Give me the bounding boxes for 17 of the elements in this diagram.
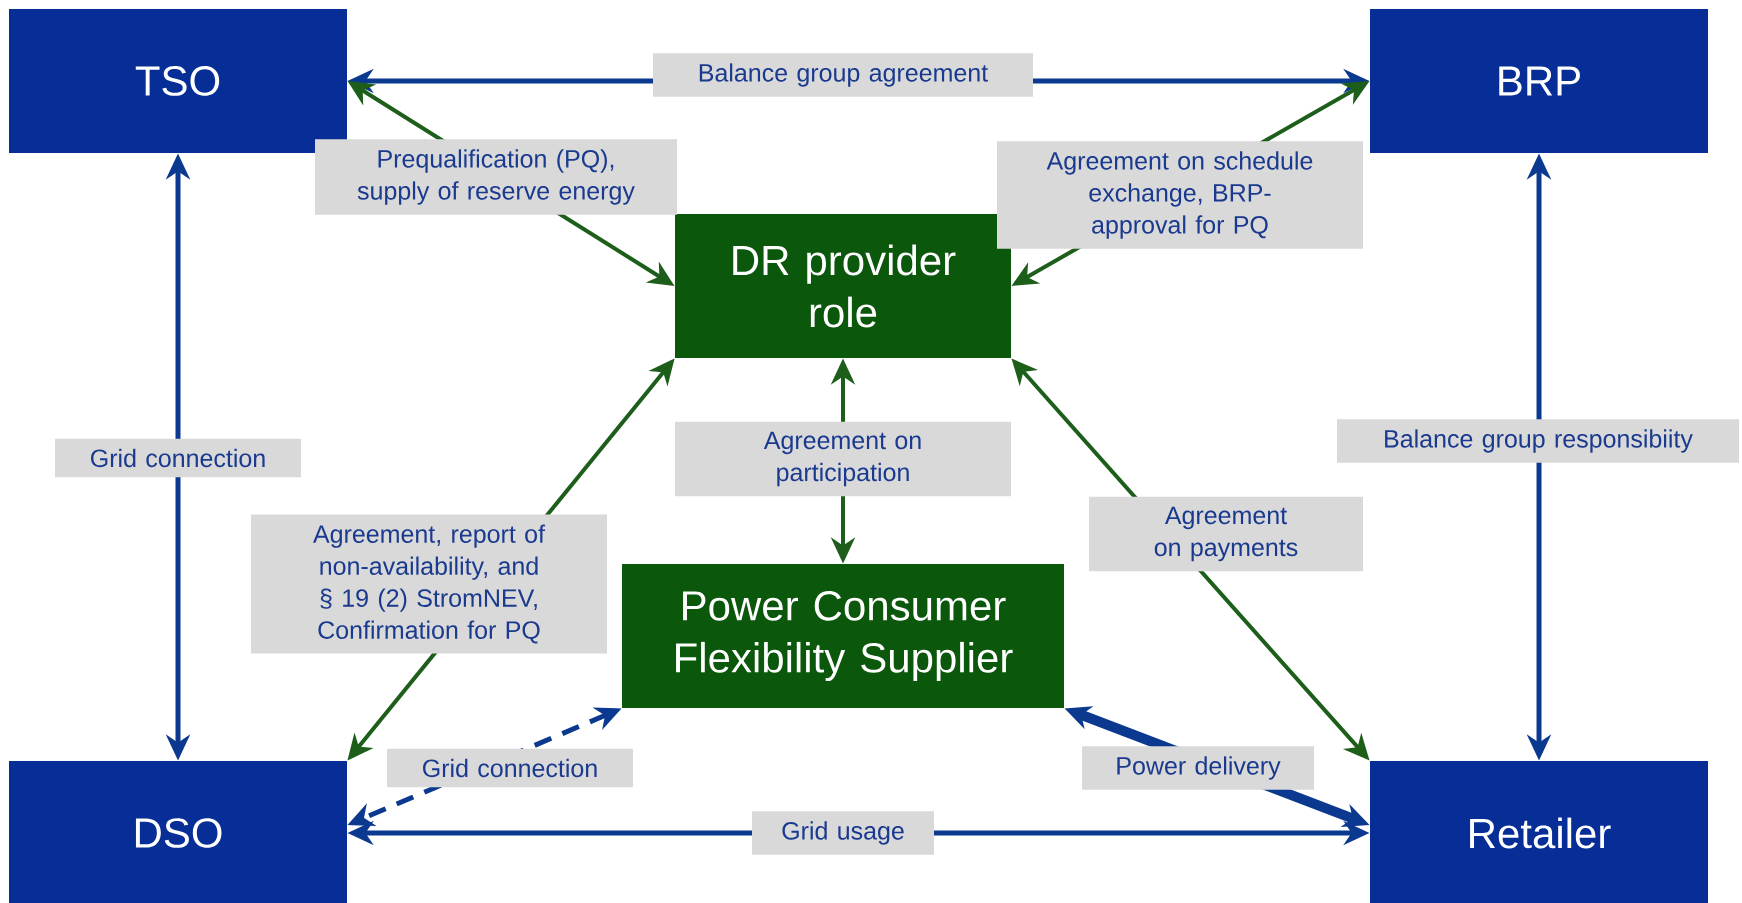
edge-label: Balance group responsibiity: [1337, 419, 1739, 463]
role-box: DSO: [9, 761, 347, 903]
edge-label: Grid connection: [55, 438, 301, 478]
role-box: DR provider role: [675, 214, 1011, 358]
role-box: Retailer: [1370, 761, 1708, 903]
edge-label: Grid usage: [752, 811, 934, 855]
edge-label: Agreement, report of non-availability, and § 19 (2) StromNEV, Confirmation for PQ: [251, 514, 607, 654]
edge-label: Agreement on payments: [1089, 496, 1363, 572]
role-box: TSO: [9, 9, 347, 153]
edge-label: Power delivery: [1082, 746, 1314, 790]
role-box: Power Consumer Flexibility Supplier: [622, 564, 1064, 708]
edge-label: Balance group agreement: [653, 53, 1033, 97]
edge-label: Prequalification (PQ), supply of reserve energy: [315, 139, 677, 215]
edge-label: Grid connection: [387, 748, 633, 788]
role-box: BRP: [1370, 9, 1708, 153]
edge-label: Agreement on participation: [675, 421, 1011, 497]
edge-label: Agreement on schedule exchange, BRP-approval for PQ: [997, 141, 1363, 249]
